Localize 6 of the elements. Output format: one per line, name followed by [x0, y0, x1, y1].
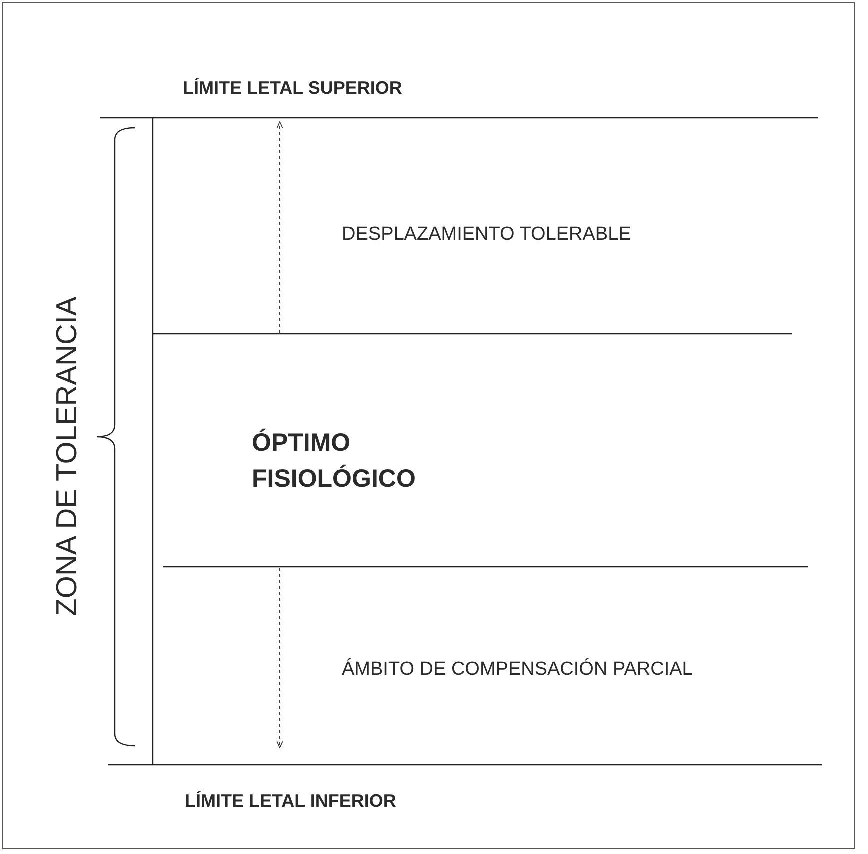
zone-label: DESPLAZAMIENTO TOLERABLE: [342, 224, 632, 246]
optimum-label: ÓPTIMO FISIOLÓGICO: [252, 428, 417, 496]
axis-label: ZONA DE TOLERANCIA: [51, 296, 84, 616]
lower-limit-label: LÍMITE LETAL INFERIOR: [185, 791, 396, 812]
upper-limit-label: LÍMITE LETAL SUPERIOR: [183, 78, 402, 99]
zone-label: ÁMBITO DE COMPENSACIÓN PARCIAL: [342, 659, 693, 681]
